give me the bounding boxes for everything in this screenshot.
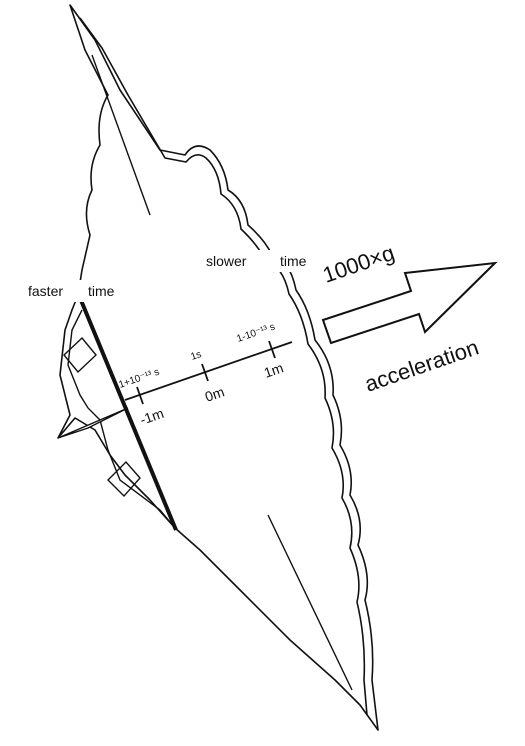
rocket-interior-lines — [91, 54, 353, 691]
window-upper — [63, 336, 97, 374]
tick-time-label: 1-10⁻¹³ s — [235, 321, 276, 344]
tick-position-label: -1m — [138, 405, 166, 428]
lower-fin-line — [267, 514, 353, 691]
slower-label-bg — [204, 250, 320, 272]
acceleration-indicator: 1000×g acceleration — [319, 240, 498, 397]
tick-position-label: 1m — [262, 359, 286, 380]
acceleration-value-label: 1000×g — [319, 240, 397, 288]
acceleration-arrow — [321, 261, 498, 345]
region-labels: faster time slower time — [26, 250, 320, 302]
tick-time-label: 1+10⁻¹³ s — [117, 367, 161, 391]
ruler-tick-mid — [201, 363, 209, 382]
faster-label: faster — [28, 283, 63, 299]
rocket-hull-outer — [57, 4, 379, 731]
slower-label: slower — [206, 253, 247, 269]
ruler: 1+10⁻¹³ s 1s 1-10⁻¹³ s -1m 0m 1m — [117, 321, 293, 428]
faster-label-bg — [26, 280, 130, 302]
nose-spike — [57, 407, 129, 439]
window-lower — [107, 460, 141, 498]
rocket-hull-inner — [79, 17, 368, 716]
rocket-hull — [57, 4, 379, 731]
tick-position-label: 0m — [203, 383, 227, 404]
slower-time-label: time — [280, 253, 307, 269]
acceleration-label: acceleration — [361, 334, 481, 396]
faster-time-label: time — [88, 283, 115, 299]
ruler-axis — [124, 341, 293, 401]
cockpit — [57, 309, 176, 529]
tick-time-label: 1s — [189, 349, 203, 363]
ruler-tick-left — [136, 386, 144, 405]
cockpit-outline — [67, 309, 176, 529]
ruler-tick-right — [268, 340, 276, 359]
rear-wall-line — [76, 292, 178, 531]
upper-fin-line — [91, 54, 151, 216]
